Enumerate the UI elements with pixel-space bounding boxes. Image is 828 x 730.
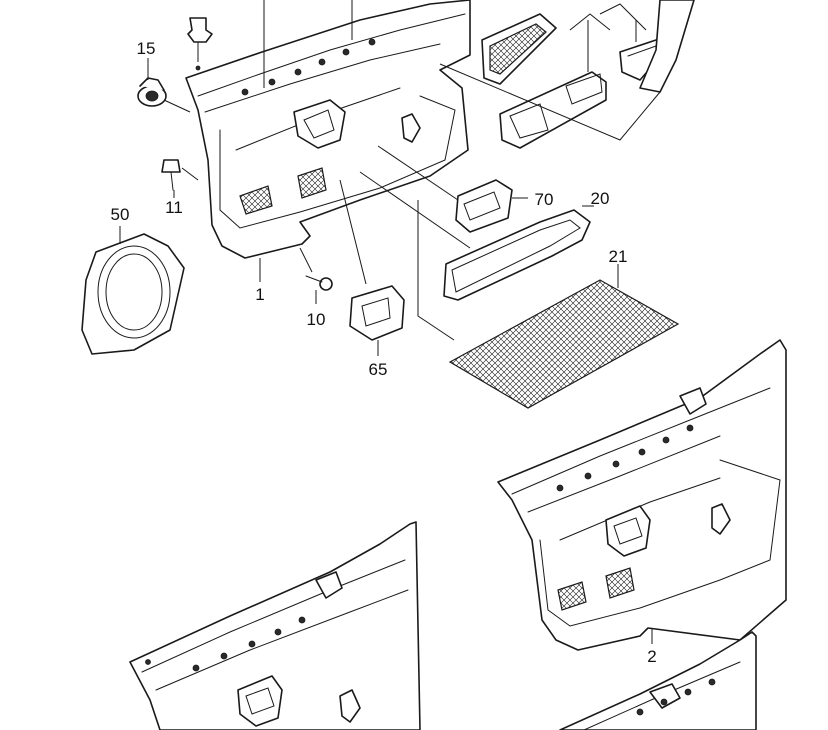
callout-1: 1 [255,285,264,304]
switch-bracket-part-65 [339,179,405,356]
mesh-mat-part-21 [417,200,680,409]
door-trim-panel-front [185,0,471,259]
handle-insert-part-70 [377,145,528,233]
top-right-leaders [439,3,661,141]
callout-2: 2 [647,647,656,666]
leader-part-1 [259,0,353,282]
speaker-grille-upper [481,13,557,85]
callout-21: 21 [609,247,628,266]
screw-part-11 [161,159,199,198]
door-trim-panel-lower-right [559,631,757,730]
callout-11: 11 [165,198,183,217]
armrest-cover-part-20 [359,171,594,301]
bolt-part-10 [299,247,333,304]
callout-65: 65 [369,360,388,379]
callout-50: 50 [111,205,130,224]
retaining-clip-top [187,17,213,71]
speaker-ring-part-50 [81,226,185,355]
push-clip-part-15 [137,58,191,113]
callout-10: 10 [307,310,326,329]
callout-70: 70 [535,190,554,209]
window-switch-panel [499,71,607,149]
callout-20: 20 [591,189,610,208]
door-trim-panel-rear [497,339,787,651]
callout-15: 15 [137,39,156,58]
door-trim-panel-lower-left [129,521,421,730]
